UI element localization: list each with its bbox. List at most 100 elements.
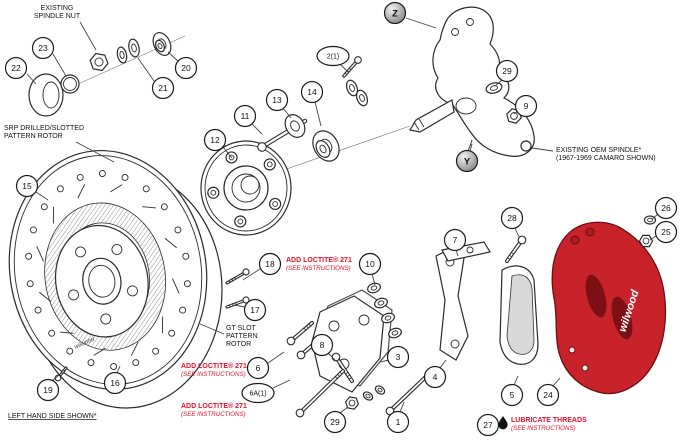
svg-text:LUBRICATE THREADS: LUBRICATE THREADS	[511, 417, 587, 424]
callout-25: 25	[649, 220, 678, 244]
callout-2(1): 2(1)	[316, 45, 350, 73]
callout-26: 26	[651, 196, 678, 220]
callout-Y: Y	[455, 143, 479, 173]
callout-18: 18	[242, 252, 282, 281]
callout-8: 8	[310, 333, 336, 361]
svg-text:LEFT HAND SIDE SHOWN*: LEFT HAND SIDE SHOWN*	[8, 413, 97, 420]
left-hand-side-label: LEFT HAND SIDE SHOWN*	[8, 413, 97, 420]
svg-text:(SEE INSTRUCTIONS): (SEE INSTRUCTIONS)	[181, 371, 246, 378]
loctite-label-2: ADD LOCTITE® 271(SEE INSTRUCTIONS)	[181, 362, 247, 378]
loctite-label-3: ADD LOCTITE® 271(SEE INSTRUCTIONS)	[181, 402, 247, 418]
hub-drawing	[200, 140, 292, 236]
svg-text:ADD LOCTITE® 271: ADD LOCTITE® 271	[286, 256, 352, 264]
svg-text:ADD LOCTITE® 271: ADD LOCTITE® 271	[181, 362, 247, 370]
svg-text:Y: Y	[464, 156, 471, 167]
rotor-drawing: wilwood	[8, 150, 208, 390]
svg-text:(SEE INSTRUCTIONS): (SEE INSTRUCTIONS)	[286, 265, 351, 272]
svg-text:PATTERN ROTOR: PATTERN ROTOR	[4, 133, 63, 140]
callout-11: 11	[233, 104, 263, 135]
caliper-drawing: wilwood	[551, 221, 667, 395]
loctite-label-1: ADD LOCTITE® 271(SEE INSTRUCTIONS)	[286, 256, 352, 272]
svg-text:14: 14	[307, 87, 317, 97]
svg-text:15: 15	[22, 181, 32, 191]
hardware-drawing	[28, 32, 657, 418]
callout-Z: Z	[383, 1, 437, 29]
svg-text:9: 9	[524, 101, 529, 111]
svg-text:25: 25	[661, 227, 671, 237]
callout-29: 29	[323, 406, 349, 434]
callout-13: 13	[265, 88, 292, 119]
part-callouts: 22232021121113142(1)Z299Y151817107282625…	[4, 1, 678, 437]
svg-text:13: 13	[272, 95, 282, 105]
svg-text:23: 23	[38, 43, 48, 53]
callout-28: 28	[500, 206, 524, 238]
svg-text:27: 27	[483, 420, 493, 430]
svg-text:SRP DRILLED/SLOTTED: SRP DRILLED/SLOTTED	[4, 125, 84, 132]
svg-text:19: 19	[43, 385, 53, 395]
caliper-bracket-drawing	[435, 241, 491, 361]
svg-text:7: 7	[453, 235, 458, 245]
callout-15: 15	[15, 174, 49, 201]
svg-text:10: 10	[365, 259, 375, 269]
svg-text:6A(1): 6A(1)	[249, 391, 266, 398]
callout-10: 10	[358, 252, 382, 286]
svg-text:29: 29	[502, 66, 512, 76]
callout-22: 22	[4, 56, 37, 85]
svg-text:EXISTING OEM SPINDLE*: EXISTING OEM SPINDLE*	[556, 147, 641, 154]
callout-5: 5	[500, 375, 524, 407]
svg-text:18: 18	[265, 259, 275, 269]
callout-29: 29	[494, 59, 519, 87]
callout-1: 1	[386, 401, 410, 434]
brake-pads-drawing	[499, 265, 539, 365]
svg-text:29: 29	[330, 417, 340, 427]
callout-4: 4	[423, 359, 447, 389]
svg-text:EXISTING: EXISTING	[41, 5, 74, 12]
callout-6A(1): 6A(1)	[241, 379, 291, 404]
oil-drop-icon	[498, 416, 508, 430]
callout-20: 20	[167, 51, 198, 80]
svg-text:26: 26	[661, 203, 671, 213]
lubricate-threads-label: LUBRICATE THREADS(SEE INSTRUCTIONS)	[511, 417, 587, 432]
svg-text:GT SLOT: GT SLOT	[226, 325, 257, 332]
callout-16: 16	[103, 365, 127, 395]
callout-14: 14	[300, 80, 324, 127]
svg-text:24: 24	[543, 390, 553, 400]
oem-spindle-label: EXISTING OEM SPINDLE*(1967-1969 CAMARO S…	[531, 147, 656, 162]
svg-text:11: 11	[241, 111, 250, 121]
callout-19: 19	[36, 375, 60, 402]
callout-12: 12	[203, 128, 233, 159]
spindle-drawing	[409, 6, 535, 157]
svg-text:6: 6	[256, 363, 261, 373]
callout-3: 3	[379, 345, 410, 369]
callout-17: 17	[233, 298, 267, 322]
callout-23: 23	[31, 36, 67, 77]
svg-text:17: 17	[250, 305, 260, 315]
callout-6: 6	[246, 351, 285, 380]
svg-text:28: 28	[507, 213, 517, 223]
svg-text:(SEE INSTRUCTIONS): (SEE INSTRUCTIONS)	[511, 425, 576, 432]
svg-text:ROTOR: ROTOR	[226, 341, 251, 348]
svg-text:5: 5	[510, 390, 515, 400]
svg-text:(1967-1969 CAMARO SHOWN): (1967-1969 CAMARO SHOWN)	[556, 155, 656, 162]
svg-text:Z: Z	[392, 8, 398, 19]
svg-text:8: 8	[320, 340, 325, 350]
svg-text:12: 12	[210, 135, 220, 145]
svg-text:4: 4	[433, 372, 438, 382]
svg-text:22: 22	[11, 63, 21, 73]
svg-text:16: 16	[110, 378, 120, 388]
callout-9: 9	[513, 94, 538, 118]
svg-text:PATTERN: PATTERN	[226, 333, 258, 340]
svg-text:3: 3	[396, 352, 401, 362]
svg-text:ADD LOCTITE® 271: ADD LOCTITE® 271	[181, 402, 247, 410]
callout-27: 27	[476, 413, 500, 437]
svg-text:21: 21	[158, 83, 168, 93]
callout-7: 7	[443, 228, 467, 257]
callout-21: 21	[137, 57, 175, 100]
svg-text:2(1): 2(1)	[327, 54, 339, 61]
